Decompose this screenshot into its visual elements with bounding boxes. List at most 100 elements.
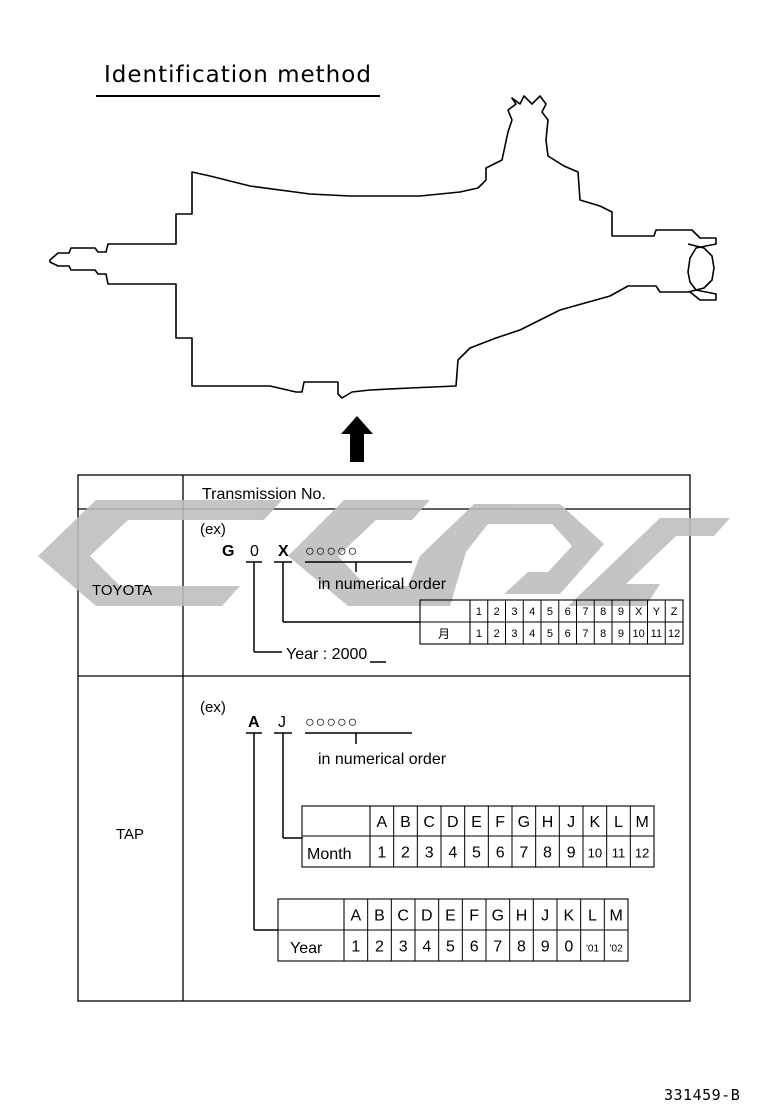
tap-year-value-cell: 7 — [493, 938, 502, 955]
tap-month-code-cell: M — [636, 814, 649, 831]
toyota-month-kanji: 月 — [438, 627, 450, 641]
tap-month-value-cell: 4 — [448, 844, 457, 861]
tap-year-code-cell: J — [541, 907, 549, 924]
tap-month-value-cell: 7 — [519, 844, 528, 861]
toyota-month-code-cell: X — [635, 606, 643, 618]
tap-month-code-cell: J — [567, 814, 575, 831]
toyota-month-value-cell: 2 — [494, 628, 500, 640]
toyota-month-code-cell: 8 — [600, 606, 606, 618]
tap-month-code-cell: L — [614, 814, 623, 831]
tap-year-code-cell: H — [516, 907, 528, 924]
tap-month-code-cell: G — [518, 814, 530, 831]
tap-year-code-cell: A — [350, 907, 361, 924]
tap-month-table — [301, 805, 655, 868]
toyota-month-value-cell: 5 — [547, 628, 553, 640]
toyota-month-table — [419, 599, 684, 645]
tap-year-table — [277, 898, 629, 962]
tap-year-value-cell: 6 — [470, 938, 479, 955]
toyota-month-value-cell: 1 — [476, 628, 482, 640]
toyota-month-value-cell: 9 — [618, 628, 624, 640]
tap-month-value-cell: 9 — [567, 844, 576, 861]
tap-year-value-cell: 4 — [422, 938, 431, 955]
toyota-month-code-cell: 7 — [582, 606, 588, 618]
toyota-month-code-cell: 4 — [529, 606, 535, 618]
tap-month-code-cell: D — [447, 814, 459, 831]
tap-serial-circles: ○○○○○ — [305, 714, 358, 731]
tap-year-code-cell: K — [563, 907, 574, 924]
tap-month-code-cell: H — [542, 814, 554, 831]
tap-year-value-cell: 5 — [446, 938, 455, 955]
tap-month-value-cell: 11 — [612, 845, 626, 860]
title-underline — [96, 95, 380, 97]
tap-code-2: J — [278, 714, 286, 731]
tap-year-value-cell: 1 — [351, 938, 360, 955]
transmission-outline — [49, 95, 717, 399]
toyota-month-value-cell: 11 — [651, 628, 662, 640]
tap-year-code-cell: F — [469, 907, 479, 924]
tap-month-value-cell: 1 — [377, 844, 386, 861]
tap-month-value-cell: 8 — [543, 844, 552, 861]
toyota-month-value-cell: 4 — [529, 628, 535, 640]
tap-year-code-cell: D — [421, 907, 433, 924]
tap-year-code-cell: M — [610, 907, 623, 924]
figure-code: 331459-B — [664, 1086, 741, 1104]
tap-year-value-cell: '01 — [586, 943, 599, 954]
toyota-code-2: 0 — [250, 543, 259, 560]
tap-month-code-cell: F — [495, 814, 505, 831]
toyota-month-value-cell: 12 — [668, 628, 680, 640]
tap-year-value-cell: 2 — [375, 938, 384, 955]
toyota-month-code-cell: 6 — [565, 606, 571, 618]
tap-ex-label: (ex) — [200, 699, 226, 716]
tap-year-code-cell: C — [397, 907, 409, 924]
toyota-month-code-cell: 9 — [618, 606, 624, 618]
tap-year-code-cell: L — [588, 907, 597, 924]
tap-year-code-cell: G — [492, 907, 504, 924]
tap-month-value-cell: 5 — [472, 844, 481, 861]
toyota-month-code-cell: 5 — [547, 606, 553, 618]
tap-month-code-cell: A — [376, 814, 387, 831]
toyota-month-value-cell: 3 — [511, 628, 517, 640]
toyota-month-code-cell: 1 — [476, 606, 482, 618]
tap-year-value-cell: 3 — [399, 938, 408, 955]
toyota-serial-circles: ○○○○○ — [305, 543, 358, 560]
tap-year-value-cell: 9 — [541, 938, 550, 955]
maker-toyota: TOYOTA — [92, 582, 152, 599]
toyota-month-code-cell: Y — [653, 606, 661, 618]
tap-year-value-cell: 8 — [517, 938, 526, 955]
tap-month-value-cell: 2 — [401, 844, 410, 861]
toyota-month-value-cell: 10 — [633, 628, 645, 640]
page-title: Identification method — [104, 62, 372, 88]
toyota-ex-label: (ex) — [200, 521, 226, 538]
tap-month-code-cell: B — [400, 814, 411, 831]
tap-underlines — [246, 732, 412, 931]
watermark-logo — [38, 500, 730, 606]
tap-month-code-cell: C — [423, 814, 435, 831]
tap-month-label: Month — [307, 846, 351, 863]
toyota-code-3: X — [278, 543, 289, 560]
transmission-no-label: Transmission No. — [202, 486, 326, 503]
tap-year-label: Year — [290, 940, 323, 957]
tap-year-value-cell: '02 — [610, 943, 623, 954]
toyota-month-value-cell: 8 — [600, 628, 606, 640]
maker-tap: TAP — [116, 826, 144, 843]
toyota-year-note: Year : 2000 — [286, 646, 367, 663]
toyota-underlines — [246, 561, 420, 653]
toyota-numerical-order: in numerical order — [318, 576, 447, 593]
tap-year-code-cell: E — [445, 907, 456, 924]
tap-year-value-cell: 0 — [564, 938, 573, 955]
tap-month-value-cell: 10 — [588, 845, 602, 860]
toyota-month-code-cell: Z — [671, 606, 678, 618]
arrow-up-icon — [341, 416, 373, 462]
toyota-month-code-cell: 2 — [494, 606, 500, 618]
tap-numerical-order: in numerical order — [318, 751, 447, 768]
tap-code-1: A — [248, 714, 260, 731]
tap-month-code-cell: K — [589, 814, 600, 831]
toyota-month-code-cell: 3 — [511, 606, 517, 618]
toyota-month-value-cell: 7 — [582, 628, 588, 640]
tap-month-value-cell: 12 — [635, 845, 649, 860]
toyota-month-value-cell: 6 — [565, 628, 571, 640]
tap-month-value-cell: 6 — [496, 844, 505, 861]
